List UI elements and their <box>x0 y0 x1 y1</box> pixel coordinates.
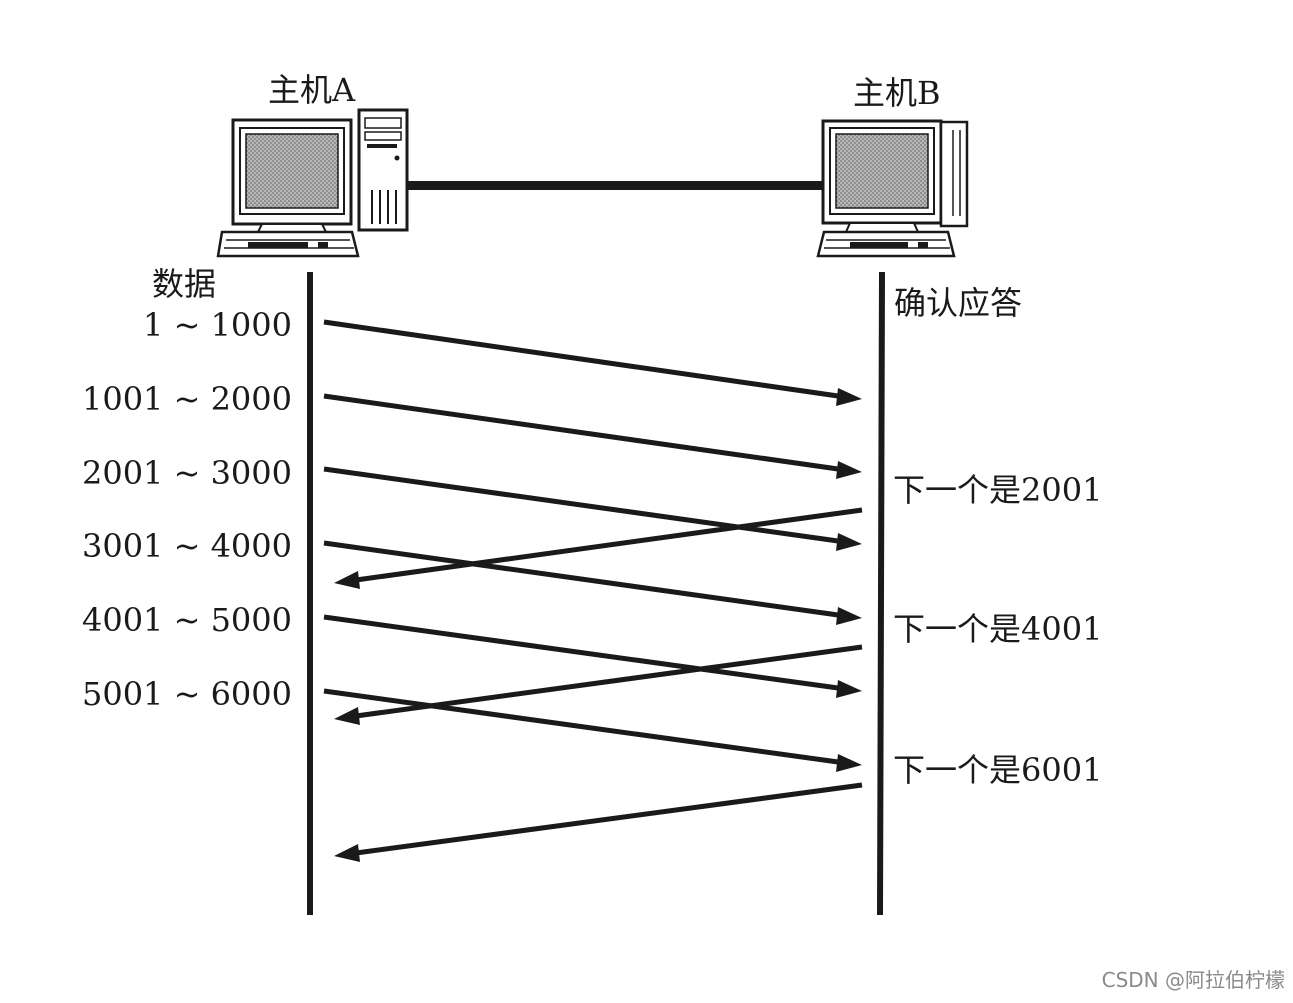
ack-label: 下一个是4001 <box>893 610 1102 648</box>
host-a-tower-case-icon <box>359 110 407 230</box>
host-a-keyboard-icon <box>218 232 358 256</box>
host-a-computer-icon <box>218 110 407 256</box>
data-arrowhead <box>836 607 862 625</box>
sender-data-heading: 数据 <box>152 265 216 303</box>
data-arrowhead <box>836 754 862 772</box>
data-arrow <box>324 691 838 762</box>
ack-arrows <box>334 510 862 862</box>
data-arrow <box>324 543 838 615</box>
network-cable <box>407 181 823 190</box>
data-arrow <box>324 322 838 396</box>
segment-label: 3001 ~ 4000 <box>82 527 292 565</box>
ack-arrow <box>356 510 862 580</box>
ack-label: 下一个是6001 <box>893 751 1102 789</box>
segment-label: 1 ~ 1000 <box>143 306 292 344</box>
data-arrowhead <box>836 680 862 698</box>
data-arrow <box>324 469 838 541</box>
segment-label: 2001 ~ 3000 <box>82 454 292 492</box>
host-b-computer-icon <box>818 121 967 256</box>
data-arrow <box>324 617 838 688</box>
segment-label: 5001 ~ 6000 <box>82 675 292 713</box>
data-arrowhead <box>836 388 862 406</box>
data-arrow <box>324 396 838 469</box>
ack-arrowhead <box>334 844 360 862</box>
ack-arrow <box>356 785 862 853</box>
host-b-label: 主机B <box>853 74 941 112</box>
segment-label: 1001 ~ 2000 <box>82 380 292 418</box>
host-b-keyboard-icon <box>818 232 954 256</box>
ack-label: 下一个是2001 <box>893 471 1102 509</box>
segment-labels: 1 ~ 1000 1001 ~ 2000 2001 ~ 3000 3001 ~ … <box>82 306 292 713</box>
ack-arrowhead <box>334 571 360 589</box>
data-arrowhead <box>836 533 862 551</box>
receiver-ack-heading: 确认应答 <box>894 284 1022 322</box>
watermark: CSDN @阿拉伯柠檬 <box>1102 964 1285 993</box>
host-b-tower-case-icon <box>941 122 967 226</box>
data-arrowhead <box>836 461 862 479</box>
host-a-label: 主机A <box>268 71 356 109</box>
ack-arrowhead <box>334 707 360 725</box>
segment-label: 4001 ~ 5000 <box>82 601 292 639</box>
host-b-timeline <box>880 272 882 915</box>
